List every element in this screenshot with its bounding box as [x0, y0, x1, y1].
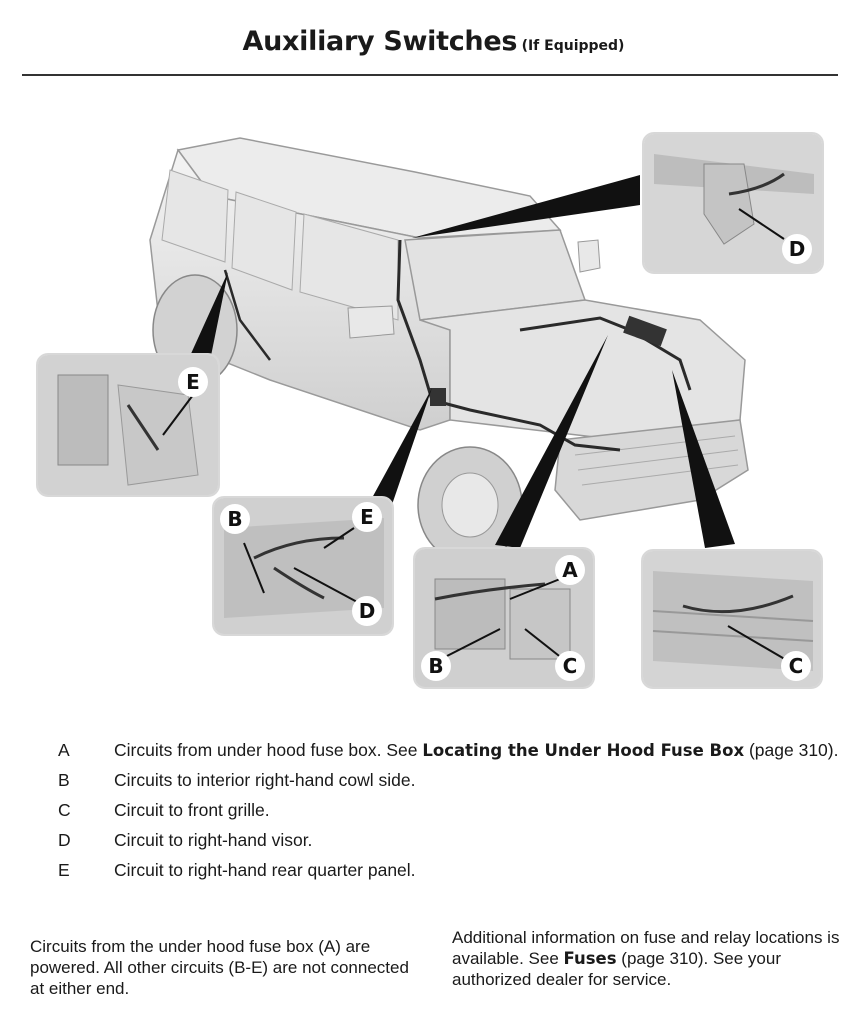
callout-label-a: A	[555, 555, 585, 585]
title-main: Auxiliary Switches	[242, 26, 518, 57]
callout-grille: C	[641, 549, 823, 689]
legend-description: Circuit to right-hand rear quarter panel…	[114, 860, 416, 880]
legend-letter: E	[58, 860, 70, 880]
legend-description: Circuit to right-hand visor.	[114, 830, 313, 850]
legend-link-under-hood-fuse-box: Locating the Under Hood Fuse Box	[422, 741, 745, 760]
callout-label-d: D	[782, 234, 812, 264]
note-text: Additional information on fuse and relay…	[452, 928, 840, 968]
vehicle-illustration	[149, 137, 749, 564]
legend-item: A Circuits from under hood fuse box. See…	[58, 740, 848, 761]
figure-legend: A Circuits from under hood fuse box. See…	[58, 740, 848, 890]
callout-label-c: C	[555, 651, 585, 681]
callout-grille-detail	[643, 551, 821, 687]
title-subtitle: (If Equipped)	[521, 38, 625, 54]
page-title: Auxiliary Switches (If Equipped)	[0, 26, 867, 57]
callout-rear-quarter: E	[36, 353, 220, 497]
callout-label-d: D	[352, 596, 382, 626]
callout-label-b: B	[421, 651, 451, 681]
legend-letter: B	[58, 770, 70, 790]
legend-letter: D	[58, 830, 71, 850]
callout-cowl: B E D	[212, 496, 394, 636]
callout-label-e: E	[352, 502, 382, 532]
legend-letter: C	[58, 800, 71, 820]
note-text-after: (page 310). See your authorized dealer f…	[452, 949, 782, 989]
legend-item: C Circuit to front grille.	[58, 800, 848, 821]
legend-text-after: (page 310).	[744, 740, 839, 760]
callout-label-e: E	[178, 367, 208, 397]
legend-letter: A	[58, 740, 70, 760]
callout-fuse-box: A B C	[413, 547, 595, 689]
note-additional-info: Additional information on fuse and relay…	[452, 927, 847, 990]
note-powered-circuits: Circuits from the under hood fuse box (A…	[30, 937, 409, 998]
legend-description: Circuits to interior right-hand cowl sid…	[114, 770, 416, 790]
callout-visor: D	[642, 132, 824, 274]
legend-description: Circuits from under hood fuse box. See L…	[114, 740, 848, 761]
legend-text: Circuits from under hood fuse box. See	[114, 740, 423, 760]
callout-label-c: C	[781, 651, 811, 681]
title-divider	[22, 74, 838, 76]
note-link-fuses: Fuses	[563, 949, 617, 968]
legend-description: Circuit to front grille.	[114, 800, 270, 820]
legend-item: E Circuit to right-hand rear quarter pan…	[58, 860, 848, 881]
callout-label-b: B	[220, 504, 250, 534]
legend-item: B Circuits to interior right-hand cowl s…	[58, 770, 848, 791]
legend-item: D Circuit to right-hand visor.	[58, 830, 848, 851]
